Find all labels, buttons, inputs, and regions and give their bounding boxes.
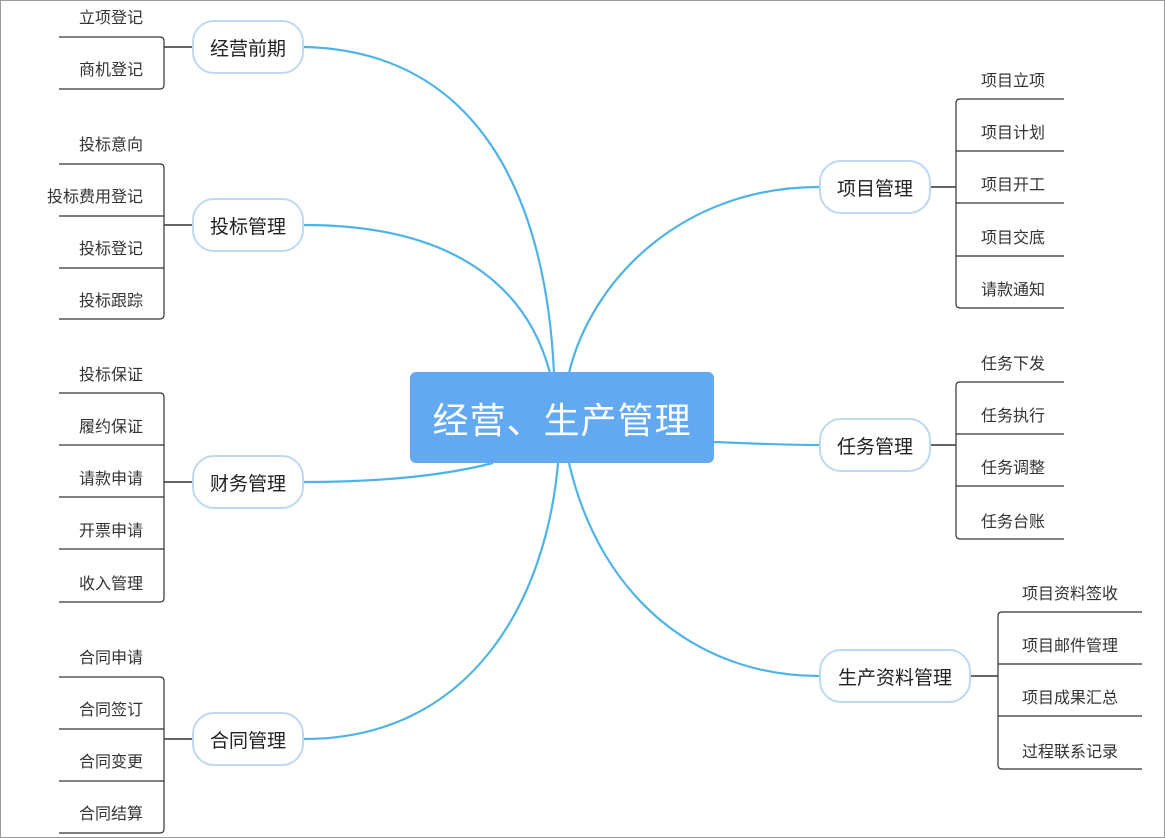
leaf-underline-left-2-4 xyxy=(59,597,165,603)
leaf-left-3-2[interactable]: 合同变更 xyxy=(78,752,143,771)
leaf-right-2-0[interactable]: 项目资料签收 xyxy=(1022,584,1119,603)
leaf-left-1-2[interactable]: 投标登记 xyxy=(78,239,143,258)
leaf-underline-right-2-3 xyxy=(997,764,1142,770)
leaf-right-1-3[interactable]: 任务台账 xyxy=(981,512,1046,531)
connector-right-1 xyxy=(713,440,820,447)
leaf-underline-left-1-3 xyxy=(59,314,165,320)
central-topic[interactable]: 经营、生产管理 xyxy=(410,372,714,463)
branch-left-0[interactable]: 经营前期 xyxy=(192,20,304,74)
leaf-left-1-3[interactable]: 投标跟踪 xyxy=(78,291,143,310)
branch-left-3[interactable]: 合同管理 xyxy=(192,712,304,766)
connector-right-0 xyxy=(567,185,820,374)
leaf-underline-left-0-0 xyxy=(59,36,165,42)
leaf-underline-left-2-0 xyxy=(59,392,165,398)
leaf-right-2-3[interactable]: 过程联系记录 xyxy=(1022,742,1119,761)
branch-right-0[interactable]: 项目管理 xyxy=(819,160,931,214)
leaf-left-2-3[interactable]: 开票申请 xyxy=(78,521,143,540)
leaf-right-0-0[interactable]: 项目立项 xyxy=(981,71,1046,90)
leaf-underline-right-0-4 xyxy=(955,303,1064,309)
connector-left-0 xyxy=(303,45,556,374)
leaf-left-2-1[interactable]: 履约保证 xyxy=(78,417,143,436)
leaf-right-1-0[interactable]: 任务下发 xyxy=(981,354,1046,373)
connector-left-3 xyxy=(303,462,560,741)
leaf-left-0-0[interactable]: 立项登记 xyxy=(78,8,143,27)
leaf-right-2-2[interactable]: 项目成果汇总 xyxy=(1022,688,1119,707)
leaf-right-0-3[interactable]: 项目交底 xyxy=(981,228,1046,247)
leaf-left-3-0[interactable]: 合同申请 xyxy=(78,648,143,667)
leaf-left-1-1[interactable]: 投标费用登记 xyxy=(46,187,143,206)
leaf-left-2-0[interactable]: 投标保证 xyxy=(78,365,143,384)
leaf-underline-left-0-1 xyxy=(59,84,165,90)
connector-left-2 xyxy=(303,461,494,484)
leaf-left-3-1[interactable]: 合同签订 xyxy=(78,700,143,719)
branch-left-2[interactable]: 财务管理 xyxy=(192,455,304,509)
leaf-right-0-2[interactable]: 项目开工 xyxy=(981,175,1046,194)
leaf-underline-left-1-0 xyxy=(59,163,165,169)
branch-right-1[interactable]: 任务管理 xyxy=(819,418,931,472)
leaf-left-3-3[interactable]: 合同结算 xyxy=(78,804,143,823)
leaf-right-0-4[interactable]: 请款通知 xyxy=(981,280,1046,299)
leaf-right-0-1[interactable]: 项目计划 xyxy=(981,123,1046,142)
leaf-right-2-1[interactable]: 项目邮件管理 xyxy=(1022,636,1119,655)
branch-left-1[interactable]: 投标管理 xyxy=(192,198,304,252)
leaf-left-0-1[interactable]: 商机登记 xyxy=(78,60,143,79)
leaf-underline-right-1-0 xyxy=(955,381,1064,387)
connector-right-2 xyxy=(567,462,820,678)
leaf-right-1-1[interactable]: 任务执行 xyxy=(981,406,1046,425)
branch-right-2[interactable]: 生产资料管理 xyxy=(819,649,971,703)
leaf-underline-left-3-3 xyxy=(59,828,165,834)
leaf-right-1-2[interactable]: 任务调整 xyxy=(981,458,1046,477)
leaf-underline-right-0-0 xyxy=(955,98,1064,104)
leaf-underline-right-1-3 xyxy=(955,534,1064,540)
leaf-left-1-0[interactable]: 投标意向 xyxy=(78,135,143,154)
connector-left-1 xyxy=(303,223,552,374)
leaf-left-2-2[interactable]: 请款申请 xyxy=(78,469,143,488)
leaf-left-2-4[interactable]: 收入管理 xyxy=(78,574,143,593)
leaf-underline-right-2-0 xyxy=(997,611,1142,617)
leaf-underline-left-3-0 xyxy=(59,676,165,682)
